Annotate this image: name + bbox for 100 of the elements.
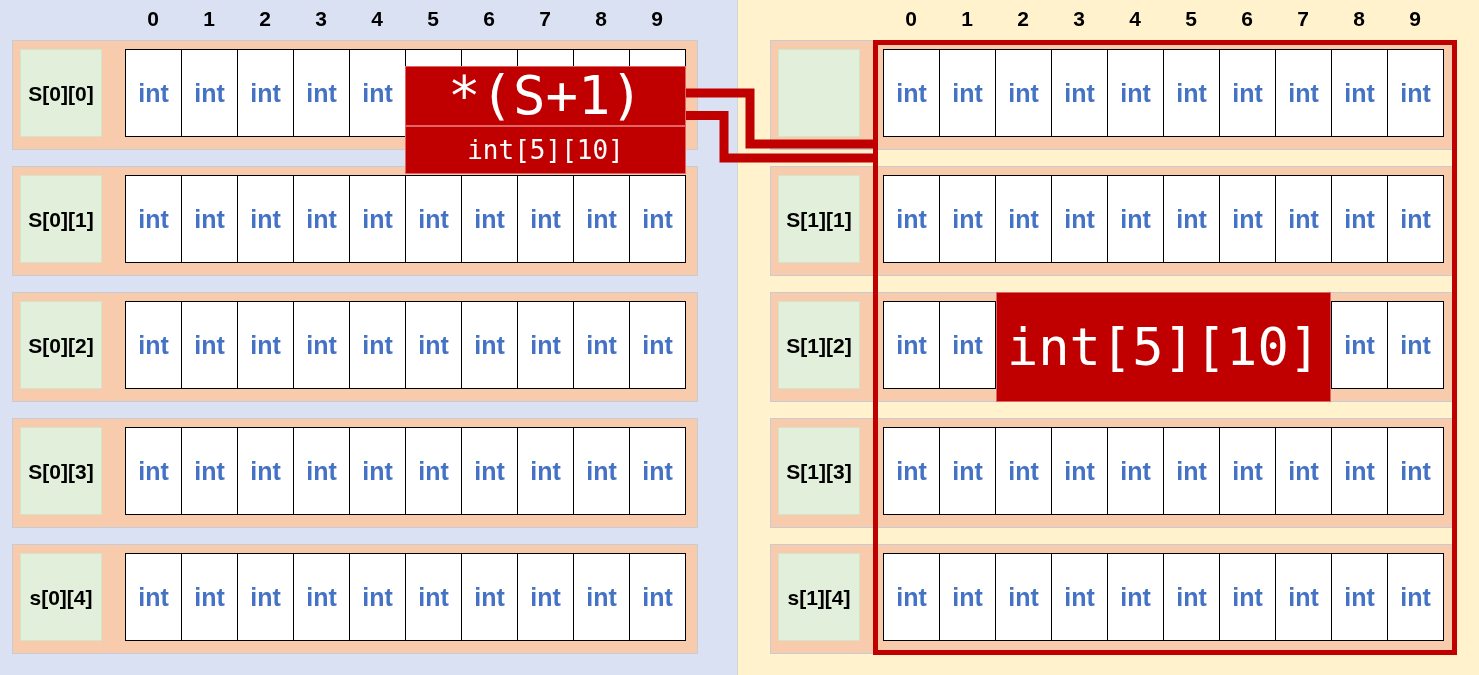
array-cell: int — [405, 301, 462, 389]
array-cell: int — [181, 49, 238, 137]
array-cell: int — [1387, 49, 1444, 137]
array-cell: int — [1107, 49, 1164, 137]
expression-label: *(S+1) — [405, 66, 686, 126]
array-cell: int — [995, 427, 1052, 515]
column-index: 9 — [1409, 8, 1421, 29]
array-cell: int — [1331, 301, 1388, 389]
type-label: int[5][10] — [405, 126, 686, 174]
array-cell: int — [629, 301, 686, 389]
array-cell — [629, 49, 686, 66]
array-panel — [0, 0, 737, 675]
array-cell: int — [1219, 175, 1276, 263]
array-cell: int — [125, 301, 182, 389]
array-cell: int — [349, 553, 406, 641]
array-cell: int — [995, 175, 1052, 263]
connector-line — [686, 111, 873, 163]
row-band — [770, 292, 1453, 402]
array-cell: int — [1275, 553, 1332, 641]
array-cell: int — [629, 553, 686, 641]
row-label: S[0][3] — [20, 427, 102, 515]
array-cell: int — [883, 175, 940, 263]
row-label — [778, 49, 860, 137]
array-cell: int — [461, 301, 518, 389]
array-cell: int — [629, 175, 686, 263]
array-cell: int — [293, 427, 350, 515]
row-band — [12, 166, 698, 276]
type-label: int[5][10] — [996, 292, 1331, 402]
array-cell: int — [125, 49, 182, 137]
array-cell: int — [181, 427, 238, 515]
array-cell: int — [405, 553, 462, 641]
highlight-outline — [873, 40, 1457, 655]
array-cell — [573, 49, 630, 66]
column-index: 0 — [905, 8, 917, 29]
array-cell: int — [517, 427, 574, 515]
array-cell: int — [293, 301, 350, 389]
row-band — [12, 418, 698, 528]
column-index: 1 — [961, 8, 973, 29]
array-cell: int — [1163, 553, 1220, 641]
column-index: 2 — [259, 8, 271, 29]
array-cell: int — [883, 427, 940, 515]
array-cell: int — [573, 427, 630, 515]
array-cell: int — [349, 49, 406, 137]
array-cell: int — [517, 553, 574, 641]
array-cell: int — [1275, 427, 1332, 515]
array-cell: int — [1051, 49, 1108, 137]
row-label: S[0][1] — [20, 175, 102, 263]
array-cell: int — [461, 427, 518, 515]
row-band — [770, 166, 1453, 276]
array-cell: int — [1387, 175, 1444, 263]
row-label: S[0][0] — [20, 49, 102, 137]
array-cell: int — [517, 175, 574, 263]
array-cell: int — [1331, 49, 1388, 137]
array-cell: int — [939, 553, 996, 641]
array-cell: int — [1051, 175, 1108, 263]
row-label: s[0][4] — [20, 553, 102, 641]
array-cell: int — [293, 49, 350, 137]
array-cell: int — [125, 175, 182, 263]
array-cell: int — [1275, 49, 1332, 137]
array-cell: int — [125, 427, 182, 515]
array-cell: int — [1163, 49, 1220, 137]
array-cell: int — [939, 427, 996, 515]
row-label: S[1][2] — [778, 301, 860, 389]
array-cell: int — [237, 553, 294, 641]
column-index: 2 — [1017, 8, 1029, 29]
array-cell: int — [1331, 427, 1388, 515]
array-cell: int — [1107, 553, 1164, 641]
array-cell: int — [405, 427, 462, 515]
array-cell — [461, 49, 518, 66]
array-cell: int — [1107, 427, 1164, 515]
column-index: 5 — [1185, 8, 1197, 29]
column-index: 7 — [539, 8, 551, 29]
array-cell: int — [293, 553, 350, 641]
column-index: 9 — [651, 8, 663, 29]
array-cell: int — [349, 175, 406, 263]
array-cell: int — [883, 301, 940, 389]
array-cell: int — [883, 553, 940, 641]
array-cell: int — [1219, 427, 1276, 515]
column-index: 5 — [427, 8, 439, 29]
column-index: 4 — [1129, 8, 1141, 29]
row-label: S[0][2] — [20, 301, 102, 389]
array-cell: int — [1331, 175, 1388, 263]
array-cell: int — [573, 175, 630, 263]
array-cell: int — [939, 49, 996, 137]
array-cell: int — [125, 553, 182, 641]
array-cell: int — [1219, 553, 1276, 641]
row-band — [770, 418, 1453, 528]
row-band — [770, 544, 1453, 654]
array-cell: int — [517, 301, 574, 389]
array-cell: int — [939, 301, 996, 389]
column-index: 1 — [203, 8, 215, 29]
array-cell: int — [349, 301, 406, 389]
array-cell — [517, 49, 574, 66]
array-cell — [405, 49, 462, 66]
array-cell: int — [995, 553, 1052, 641]
row-band — [770, 40, 1453, 150]
column-index: 6 — [483, 8, 495, 29]
column-index: 4 — [371, 8, 383, 29]
column-index: 3 — [315, 8, 327, 29]
array-cell: int — [293, 175, 350, 263]
